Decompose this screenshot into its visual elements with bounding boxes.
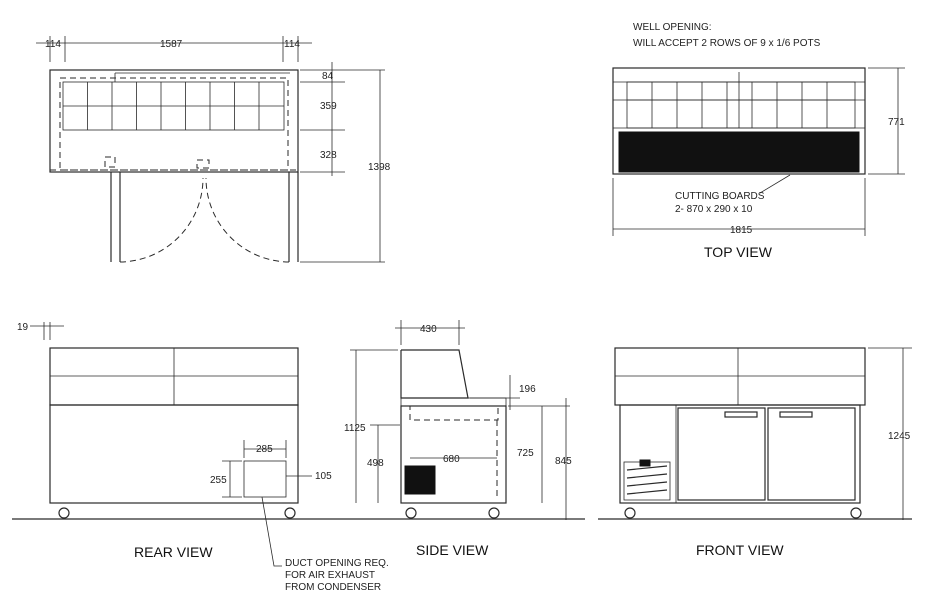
- plan-outline: [49, 69, 299, 173]
- front-vent-grille: [623, 459, 671, 501]
- dim-side-total-height: 845: [555, 456, 572, 467]
- dim-side-cabinet-height: 725: [517, 448, 534, 459]
- top-pot-grid: [626, 81, 856, 129]
- side-view: 430 196 1125 498 680 725 845 SIDE VIEW: [344, 320, 572, 558]
- plan-view: 114 1587 114 84 359 328 1398: [36, 36, 391, 263]
- dim-rear-duct-width: 285: [256, 444, 273, 455]
- dim-top-width: 1815: [730, 225, 753, 236]
- dim-rear-duct-side: 105: [315, 471, 332, 482]
- dim-side-counter-height: 1125: [344, 423, 366, 434]
- well-opening-note-1: WELL OPENING:: [633, 22, 712, 33]
- top-view-label: TOP VIEW: [704, 244, 773, 260]
- cutting-boards-note-1: CUTTING BOARDS: [675, 191, 765, 202]
- dim-side-cabinet-width: 680: [443, 454, 460, 465]
- rear-view: 19 285 255 105 DUCT OPENING REQ. FOR AIR…: [12, 322, 585, 593]
- dim-rear-offset: 19: [17, 322, 29, 333]
- cutting-boards-note-2: 2- 870 x 290 x 10: [675, 204, 753, 215]
- dim-rear-duct-height: 255: [210, 475, 227, 486]
- duct-note-1: DUCT OPENING REQ.: [285, 558, 389, 569]
- dim-side-compressor-height: 498: [367, 458, 384, 469]
- side-view-label: SIDE VIEW: [416, 542, 489, 558]
- dim-plan-right: 114: [284, 39, 300, 50]
- dim-plan-total-depth: 1398: [368, 162, 391, 173]
- rear-duct-opening: [243, 460, 287, 498]
- duct-note-2: FOR AIR EXHAUST: [285, 570, 375, 581]
- front-view: 1245 FRONT VIEW: [598, 347, 912, 558]
- dim-top-depth: 771: [888, 117, 905, 128]
- dim-side-canopy: 196: [519, 384, 536, 395]
- dim-plan-well-width: 1587: [160, 39, 183, 50]
- dim-plan-rear-depth: 328: [320, 150, 337, 161]
- dim-front-total-height: 1245: [888, 431, 911, 442]
- front-view-label: FRONT VIEW: [696, 542, 784, 558]
- top-view: WELL OPENING: WILL ACCEPT 2 ROWS OF 9 x …: [612, 22, 905, 260]
- top-outline: [612, 67, 866, 175]
- dim-plan-well-depth: 359: [320, 101, 337, 112]
- side-compressor: [404, 465, 436, 495]
- front-door-right-handle: [779, 411, 813, 418]
- plan-inner-frame: [59, 77, 289, 171]
- front-door-right: [767, 407, 856, 501]
- well-opening-note-2: WILL ACCEPT 2 ROWS OF 9 x 1/6 POTS: [633, 38, 821, 49]
- dim-plan-left: 114: [45, 39, 61, 50]
- dim-side-depth-top: 430: [420, 324, 437, 335]
- rear-cabinet: [49, 404, 299, 504]
- front-door-left-handle: [724, 411, 758, 418]
- cutting-boards: [618, 131, 860, 173]
- dim-plan-top-strip: 84: [322, 71, 334, 82]
- plan-pot-grid: [62, 81, 285, 131]
- duct-note-3: FROM CONDENSER: [285, 582, 381, 593]
- front-door-left: [677, 407, 766, 501]
- front-cabinet: [619, 404, 861, 504]
- side-canopy: [400, 349, 469, 399]
- rear-view-label: REAR VIEW: [134, 544, 213, 560]
